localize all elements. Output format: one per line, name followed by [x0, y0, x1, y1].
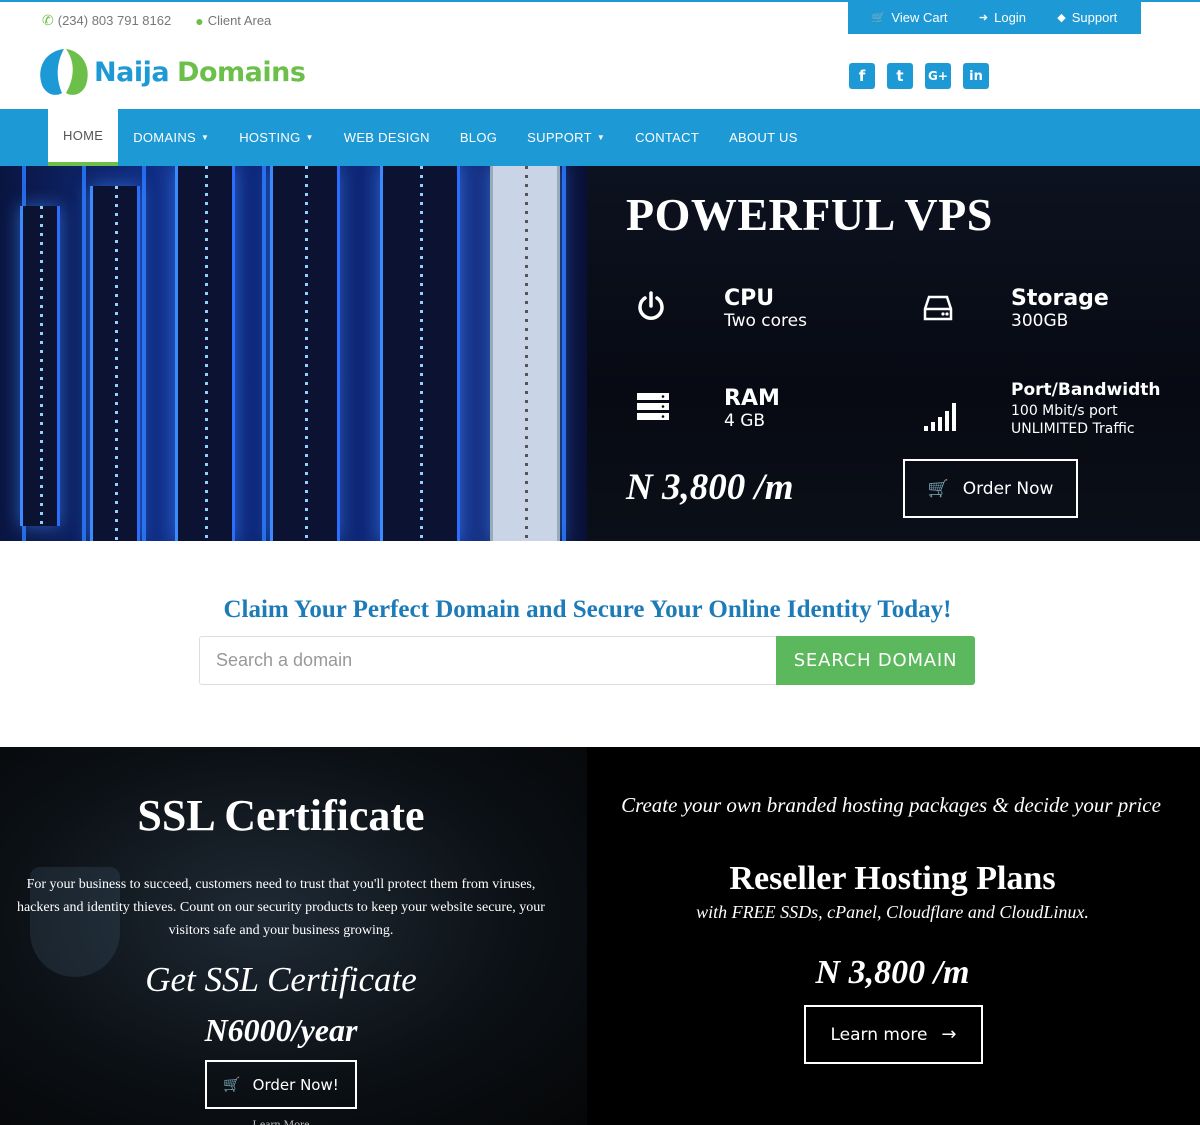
nav-home-label: HOME [63, 128, 104, 143]
arrow-right-icon: → [941, 1024, 957, 1045]
reseller-title: Reseller Hosting Plans [729, 860, 1056, 897]
reseller-tagline: Create your own branded hosting packages… [621, 793, 1161, 817]
support-link[interactable]: ◆ Support [1057, 10, 1117, 25]
nav-home[interactable]: HOME [48, 109, 119, 166]
sign-in-icon: ➜ [978, 11, 989, 24]
nav-about-label: ABOUT US [729, 130, 798, 145]
login-link[interactable]: ➜ Login [979, 10, 1026, 25]
site-logo[interactable]: Naija Domains [36, 45, 306, 99]
linkedin-icon[interactable]: in [963, 63, 989, 89]
nav-web-design[interactable]: WEB DESIGN [329, 109, 445, 166]
server-rack [90, 186, 140, 541]
ssl-price: N6000/year [204, 1012, 358, 1048]
ssl-learn-more-link[interactable]: Learn More [252, 1117, 310, 1125]
domain-search-input[interactable] [199, 636, 777, 685]
twitter-icon[interactable]: t [887, 63, 913, 89]
caret-down-icon: ▼ [305, 133, 314, 142]
ssl-order-label: Order Now! [252, 1075, 339, 1094]
nav-support-label: SUPPORT [527, 130, 592, 145]
cart-icon: 🛒 [223, 1076, 241, 1093]
nav-contact-label: CONTACT [635, 130, 700, 145]
phone-icon: ✆ [42, 12, 54, 28]
search-domain-button[interactable]: SEARCH DOMAIN [776, 636, 975, 685]
shield-graphic [30, 867, 120, 977]
ram-value: 4 GB [724, 411, 766, 431]
traffic-value: UNLIMITED Traffic [1011, 421, 1135, 437]
nav-blog-label: BLOG [459, 130, 498, 145]
cart-icon: 🛒 [871, 11, 886, 24]
view-cart-label: View Cart [891, 9, 948, 25]
nav-about[interactable]: ABOUT US [714, 109, 813, 166]
domain-search-headline: Claim Your Perfect Domain and Secure You… [223, 596, 952, 623]
account-bar: 🛒 View Cart ➜ Login ◆ Support [848, 0, 1141, 34]
server-rack [490, 166, 560, 541]
google-plus-icon[interactable]: G+ [925, 63, 951, 89]
view-cart-link[interactable]: 🛒 View Cart [872, 10, 948, 25]
reseller-price: N 3,800 /m [815, 954, 970, 991]
ssl-promo-panel [0, 747, 587, 1125]
hard-drive-icon [923, 295, 953, 321]
nav-domains[interactable]: DOMAINS ▼ [118, 109, 224, 166]
server-rack [20, 206, 60, 526]
top-accent-line [0, 0, 1200, 2]
support-label: Support [1071, 9, 1118, 25]
nav-blog[interactable]: BLOG [445, 109, 512, 166]
hero-dark-panel [587, 166, 1200, 541]
cpu-label: CPU [724, 286, 775, 311]
power-icon [638, 291, 664, 320]
vps-order-button[interactable]: 🛒 Order Now [903, 459, 1078, 518]
storage-value: 300GB [1011, 311, 1069, 331]
signal-icon [924, 403, 956, 431]
contact-bar: ✆ (234) 803 791 8162 ● Client Area [42, 12, 271, 29]
client-area-link[interactable]: ● Client Area [195, 12, 271, 29]
facebook-icon[interactable]: f [849, 63, 875, 89]
reseller-learn-more-label: Learn more [830, 1024, 928, 1045]
ram-label: RAM [724, 386, 780, 411]
ssl-description: For your business to succeed, customers … [17, 877, 545, 938]
ticket-icon: ◆ [1057, 11, 1066, 24]
login-label: Login [994, 9, 1026, 25]
ssl-get-heading: Get SSL Certificate [145, 960, 417, 999]
cpu-value: Two cores [724, 311, 807, 331]
nav-web-design-label: WEB DESIGN [343, 130, 430, 145]
port-label: Port/Bandwidth [1011, 380, 1161, 400]
server-room-image [0, 166, 587, 541]
server-rack [380, 166, 460, 541]
cart-plus-icon: 🛒 [927, 478, 949, 499]
ssl-title: SSL Certificate [137, 791, 425, 840]
storage-label: Storage [1011, 286, 1109, 311]
nav-contact[interactable]: CONTACT [620, 109, 714, 166]
phone-link[interactable]: ✆ (234) 803 791 8162 [42, 12, 171, 29]
main-nav: HOME DOMAINS ▼ HOSTING ▼ WEB DESIGN BLOG S… [0, 109, 1200, 166]
caret-down-icon: ▼ [200, 133, 210, 142]
caret-down-icon: ▼ [596, 133, 606, 142]
logo-word-naija: Naija [94, 56, 170, 88]
dashboard-icon: ● [195, 12, 204, 29]
hero-title: POWERFUL VPS [626, 189, 993, 240]
nav-support[interactable]: SUPPORT ▼ [512, 109, 620, 166]
vps-hero-banner [0, 166, 1200, 541]
vps-order-label: Order Now [962, 478, 1054, 499]
reseller-subtitle: with FREE SSDs, cPanel, Cloudflare and C… [696, 902, 1089, 922]
phone-number: (234) 803 791 8162 [57, 13, 172, 28]
server-rack [175, 166, 235, 541]
ssl-order-button[interactable]: 🛒 Order Now! [205, 1060, 357, 1109]
server-rack [270, 166, 340, 541]
logo-word-domains: Domains [177, 56, 306, 88]
nav-hosting-label: HOSTING [239, 130, 301, 145]
vps-price: N 3,800 /m [626, 467, 794, 508]
leaf-logo-icon [40, 49, 88, 95]
reseller-learn-more-button[interactable]: Learn more → [804, 1005, 983, 1064]
nav-hosting[interactable]: HOSTING ▼ [224, 109, 329, 166]
client-area-label: Client Area [207, 13, 272, 28]
nav-domains-label: DOMAINS [133, 130, 196, 145]
social-links: f t G+ in [849, 63, 989, 89]
server-icon [637, 393, 669, 420]
port-value: 100 Mbit/s port [1011, 403, 1118, 419]
